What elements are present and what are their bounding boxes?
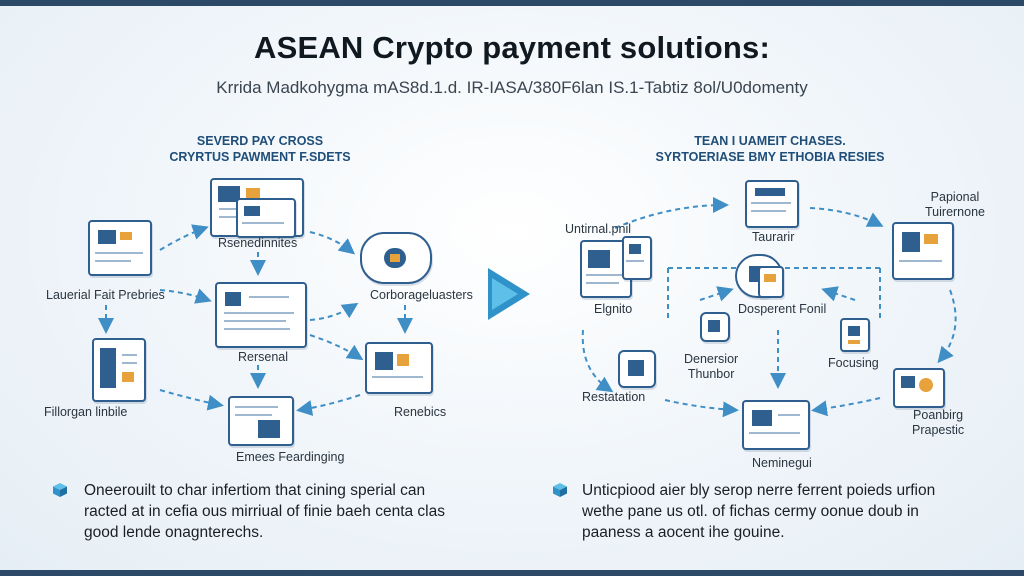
right-center-left-label-line1: Denersior: [684, 352, 739, 366]
right-bottom-label: Neminegui: [752, 456, 812, 470]
left-device-icon: [365, 342, 433, 394]
left-right-label: Corborageluasters: [370, 288, 473, 302]
left-left-label: Lauerial Fait Prebries: [46, 288, 165, 302]
right-center-right-icon: [840, 318, 870, 352]
left-bottom-right-label: Renebics: [394, 405, 447, 419]
left-printer-icon: [88, 220, 152, 276]
left-top-label: Rsenedinnites: [218, 236, 298, 250]
left-monitor-icon: [215, 282, 307, 348]
right-center-label: Dosperent Fonil: [738, 302, 827, 316]
right-center-left-label-line2: Thunbor: [687, 367, 735, 381]
right-bottom-right-label: Poanbirg Prapestic: [912, 408, 964, 438]
left-bottom-label: Emees Feardinging: [236, 450, 345, 464]
left-note-line3: good lende onagnterechs.: [84, 524, 264, 541]
left-section-heading: SEVERD PAY CROSS CRYRTUS PAWMENT F.SDETS: [150, 133, 370, 165]
right-note-line3: paaness a aocent ihe gouine.: [582, 524, 785, 541]
right-left-card-icon: [622, 236, 652, 280]
right-bottom-right-icon: [893, 368, 945, 408]
right-bottom-left-cube-icon: [618, 350, 656, 388]
left-heading-line2: CRYRTUS PAWMENT F.SDETS: [169, 150, 351, 164]
right-center-right-label: Focusing: [828, 356, 879, 370]
left-top-card-icon: [236, 198, 296, 238]
left-note-line1: Oneerouilt to char infertiom that cining…: [84, 482, 426, 499]
right-top-label: Taurarir: [752, 230, 795, 244]
top-border: [0, 0, 1024, 6]
left-note: Oneerouilt to char infertiom that cining…: [84, 480, 504, 543]
right-heading-line1: TEAN I UAMEIT CHASES.: [694, 134, 846, 148]
right-center-left-label: Denersior Thunbor: [684, 352, 738, 382]
cube-icon: [53, 483, 67, 497]
left-laptop-icon: [228, 396, 294, 446]
page-subtitle: Krrida Madkohygma mAS8d.1.d. IR-IASA/380…: [216, 78, 808, 97]
bottom-border: [0, 570, 1024, 576]
right-note-line2: wethe pane us otl. of fichas cermy oonue…: [582, 503, 919, 520]
right-note-line1: Unticpiood aier bly serop nerre ferrent …: [582, 482, 936, 499]
chevron-right-inner: [492, 278, 518, 310]
left-phone-icon: [92, 338, 146, 402]
right-bottom-laptop-icon: [742, 400, 810, 450]
right-top-document-icon: [745, 180, 799, 228]
left-gear-icon: [360, 232, 432, 284]
page-title: ASEAN Crypto payment solutions:: [253, 30, 771, 65]
right-bottom-right-label-line1: Poanbirg: [913, 408, 964, 422]
right-section-heading: TEAN I UAMEIT CHASES. SYRTOERIASE BMY ET…: [640, 133, 900, 165]
right-center-card-icon: [758, 266, 784, 298]
right-top-right-label-line1: Papional: [930, 190, 980, 204]
left-center-label: Rersenal: [238, 350, 289, 364]
right-left-label: Elgnito: [594, 302, 633, 316]
right-bottom-right-label-line2: Prapestic: [912, 423, 965, 437]
right-note: Unticpiood aier bly serop nerre ferrent …: [582, 480, 1002, 543]
cube-icon-right: [553, 483, 567, 497]
right-heading-line2: SYRTOERIASE BMY ETHOBIA RESIES: [655, 150, 885, 164]
left-heading-line1: SEVERD PAY CROSS: [196, 134, 324, 148]
left-note-line2: racted at in cefia ous mirriual of finie…: [84, 503, 445, 520]
right-top-right-document-icon: [892, 222, 954, 280]
right-bottom-left-label: Restatation: [582, 390, 646, 404]
right-center-left-cube-icon: [700, 312, 730, 342]
left-bottom-left-label: Fillorgan linbile: [44, 405, 128, 419]
right-top-right-label: Papional Tuirernone: [925, 190, 985, 220]
right-left-top-label: Untirnal.pnil: [565, 222, 632, 236]
right-top-right-label-line2: Tuirernone: [925, 205, 985, 219]
